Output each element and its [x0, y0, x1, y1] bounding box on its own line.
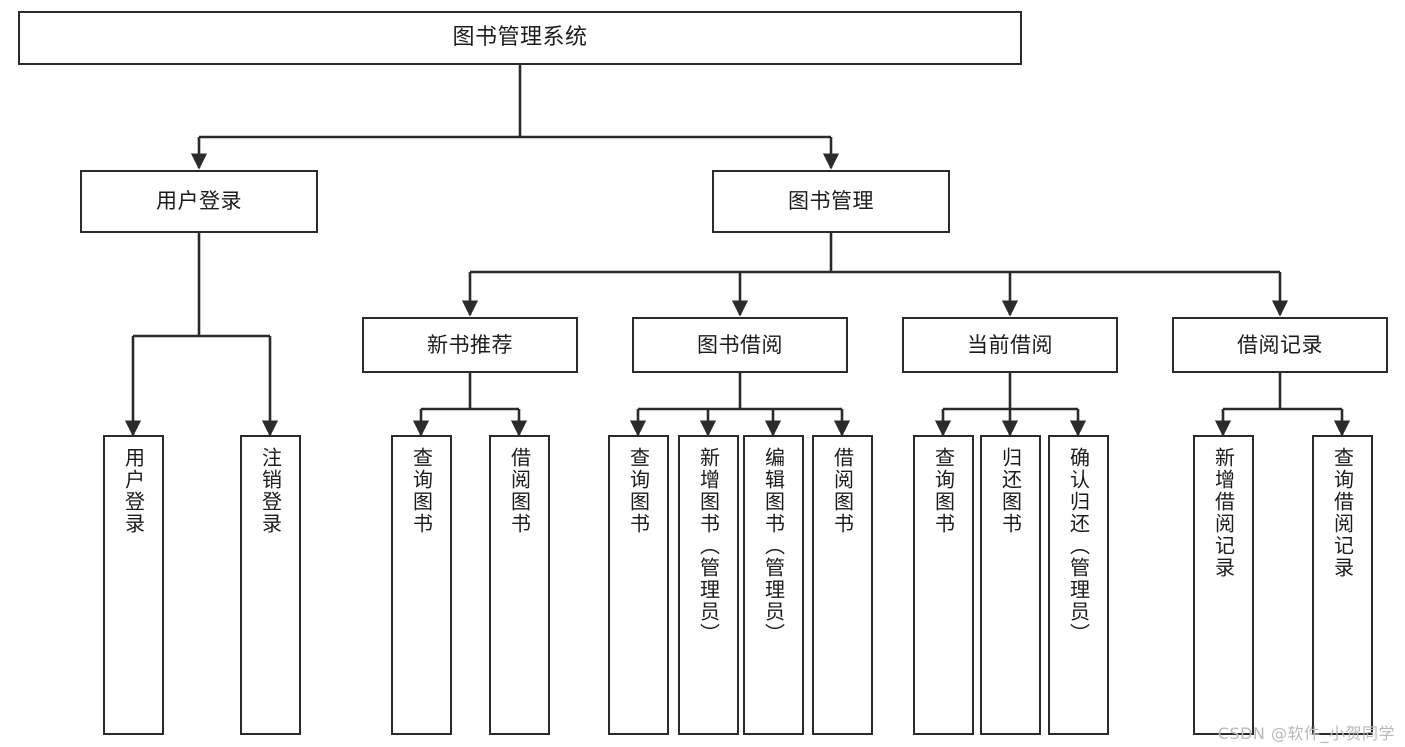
leaf-cb-query-book-label: 查询图书 [931, 447, 956, 535]
node-book-borrow[interactable]: 图书借阅 [632, 317, 848, 373]
leaf-bb-add-book-admin-label: 新增图书（管理员） [696, 447, 721, 645]
leaf-cb-return-book[interactable]: 归还图书 [980, 435, 1041, 735]
leaf-bb-edit-book-admin[interactable]: 编辑图书（管理员） [743, 435, 804, 735]
leaf-bb-query-book[interactable]: 查询图书 [608, 435, 669, 735]
leaf-br-add-record[interactable]: 新增借阅记录 [1193, 435, 1254, 735]
node-book-borrow-label: 图书借阅 [697, 332, 783, 357]
node-new-book-recommend-label: 新书推荐 [427, 332, 513, 357]
node-root[interactable]: 图书管理系统 [18, 11, 1022, 65]
leaf-bb-borrow-book[interactable]: 借阅图书 [812, 435, 873, 735]
node-book-manage-label: 图书管理 [788, 189, 874, 214]
node-user-login[interactable]: 用户登录 [80, 170, 318, 233]
leaf-logout-label: 注销登录 [258, 447, 283, 535]
leaf-cb-confirm-return-admin[interactable]: 确认归还（管理员） [1048, 435, 1109, 735]
leaf-cb-query-book[interactable]: 查询图书 [913, 435, 974, 735]
node-borrow-record-label: 借阅记录 [1237, 332, 1323, 357]
node-root-label: 图书管理系统 [452, 25, 588, 51]
leaf-bb-borrow-book-label: 借阅图书 [830, 447, 855, 535]
leaf-br-add-record-label: 新增借阅记录 [1211, 447, 1236, 579]
node-book-manage[interactable]: 图书管理 [712, 170, 950, 233]
node-current-borrow[interactable]: 当前借阅 [902, 317, 1118, 373]
node-current-borrow-label: 当前借阅 [967, 332, 1053, 357]
leaf-nbr-borrow-book[interactable]: 借阅图书 [489, 435, 550, 735]
leaf-bb-query-book-label: 查询图书 [626, 447, 651, 535]
leaf-cb-return-book-label: 归还图书 [998, 447, 1023, 535]
leaf-br-query-record[interactable]: 查询借阅记录 [1312, 435, 1373, 735]
leaf-nbr-query-book[interactable]: 查询图书 [391, 435, 452, 735]
leaf-nbr-query-book-label: 查询图书 [409, 447, 434, 535]
leaf-user-login-label: 用户登录 [121, 447, 146, 535]
node-user-login-label: 用户登录 [156, 189, 242, 214]
leaf-nbr-borrow-book-label: 借阅图书 [507, 447, 532, 535]
leaf-bb-add-book-admin[interactable]: 新增图书（管理员） [678, 435, 739, 735]
leaf-logout[interactable]: 注销登录 [240, 435, 301, 735]
node-borrow-record[interactable]: 借阅记录 [1172, 317, 1388, 373]
node-new-book-recommend[interactable]: 新书推荐 [362, 317, 578, 373]
leaf-user-login[interactable]: 用户登录 [103, 435, 164, 735]
leaf-br-query-record-label: 查询借阅记录 [1330, 447, 1355, 579]
leaf-bb-edit-book-admin-label: 编辑图书（管理员） [761, 447, 786, 645]
leaf-cb-confirm-return-admin-label: 确认归还（管理员） [1066, 447, 1091, 645]
